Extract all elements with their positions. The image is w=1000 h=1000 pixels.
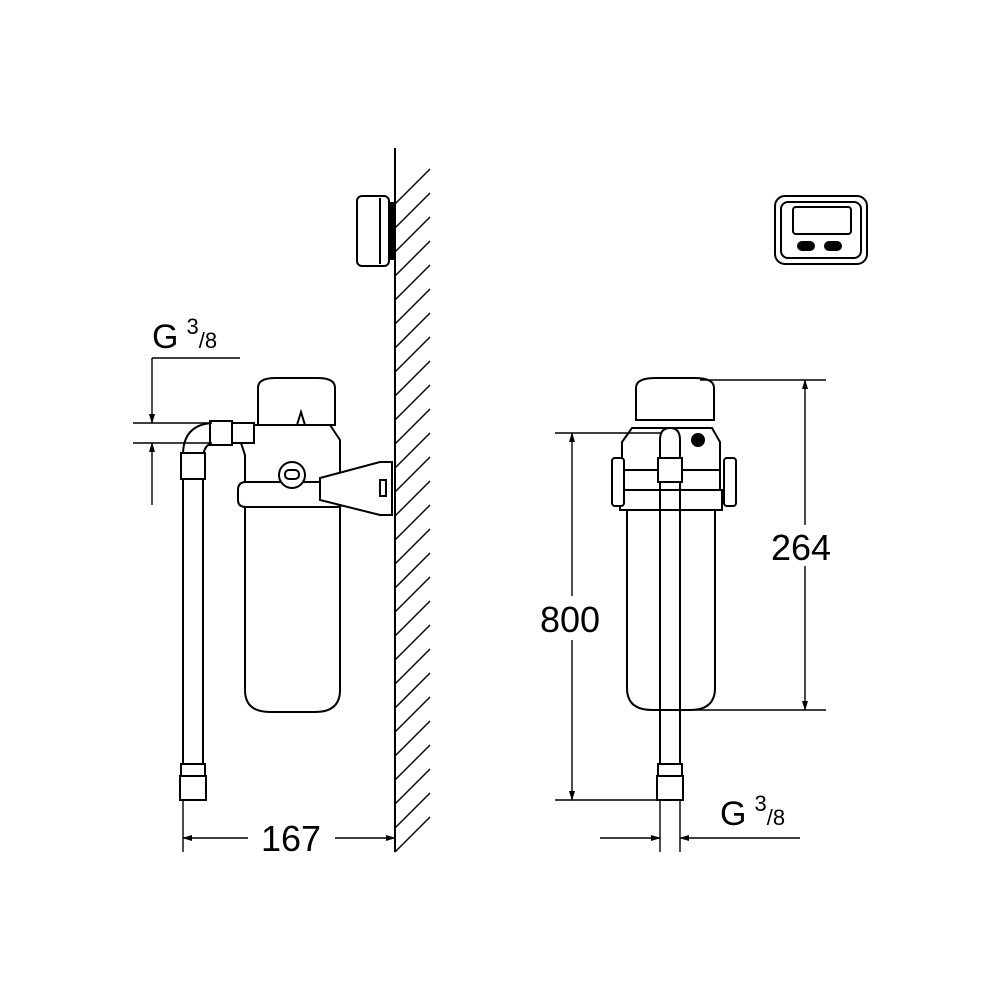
hatch-line — [394, 528, 431, 565]
hatch-line — [394, 360, 431, 397]
hatch-line — [394, 312, 431, 349]
hose-left — [179, 420, 255, 801]
hatch-line — [394, 480, 431, 517]
hatch-line — [394, 168, 431, 205]
hatch-line — [394, 792, 431, 829]
hatch-line — [394, 744, 431, 781]
wall-sensor-side-view — [356, 195, 395, 267]
hose-right — [656, 426, 684, 801]
wall — [394, 148, 431, 853]
hatch-line — [394, 600, 431, 637]
total-height-dimension: 800 — [535, 432, 662, 801]
hatch-line — [394, 576, 431, 613]
hatch-line — [394, 552, 431, 589]
hatch-line — [394, 216, 431, 253]
hatch-line — [394, 648, 431, 685]
filter-height-dimension: 264 — [690, 379, 840, 711]
hatch-line — [394, 432, 431, 469]
filter-side-view — [237, 377, 393, 713]
hatch-line — [394, 384, 431, 421]
hatch-line — [394, 672, 431, 709]
hatch-line — [394, 456, 431, 493]
depth-dimension: 167 — [182, 800, 396, 859]
hatch-line — [394, 720, 431, 757]
hatch-line — [394, 264, 431, 301]
hatch-line — [394, 816, 431, 853]
hatch-line — [394, 192, 431, 229]
hatch-line — [394, 624, 431, 661]
hatch-line — [394, 504, 431, 541]
hatch-line — [394, 768, 431, 805]
total-height-label: 800 — [540, 599, 600, 640]
hatch-line — [394, 696, 431, 733]
hatch-line — [394, 408, 431, 445]
controller-front-view — [774, 195, 868, 265]
hatch-line — [394, 336, 431, 373]
filter-height-label: 264 — [771, 527, 831, 568]
hatch-line — [394, 240, 431, 277]
hatch-line — [394, 288, 431, 325]
depth-label: 167 — [261, 818, 321, 859]
